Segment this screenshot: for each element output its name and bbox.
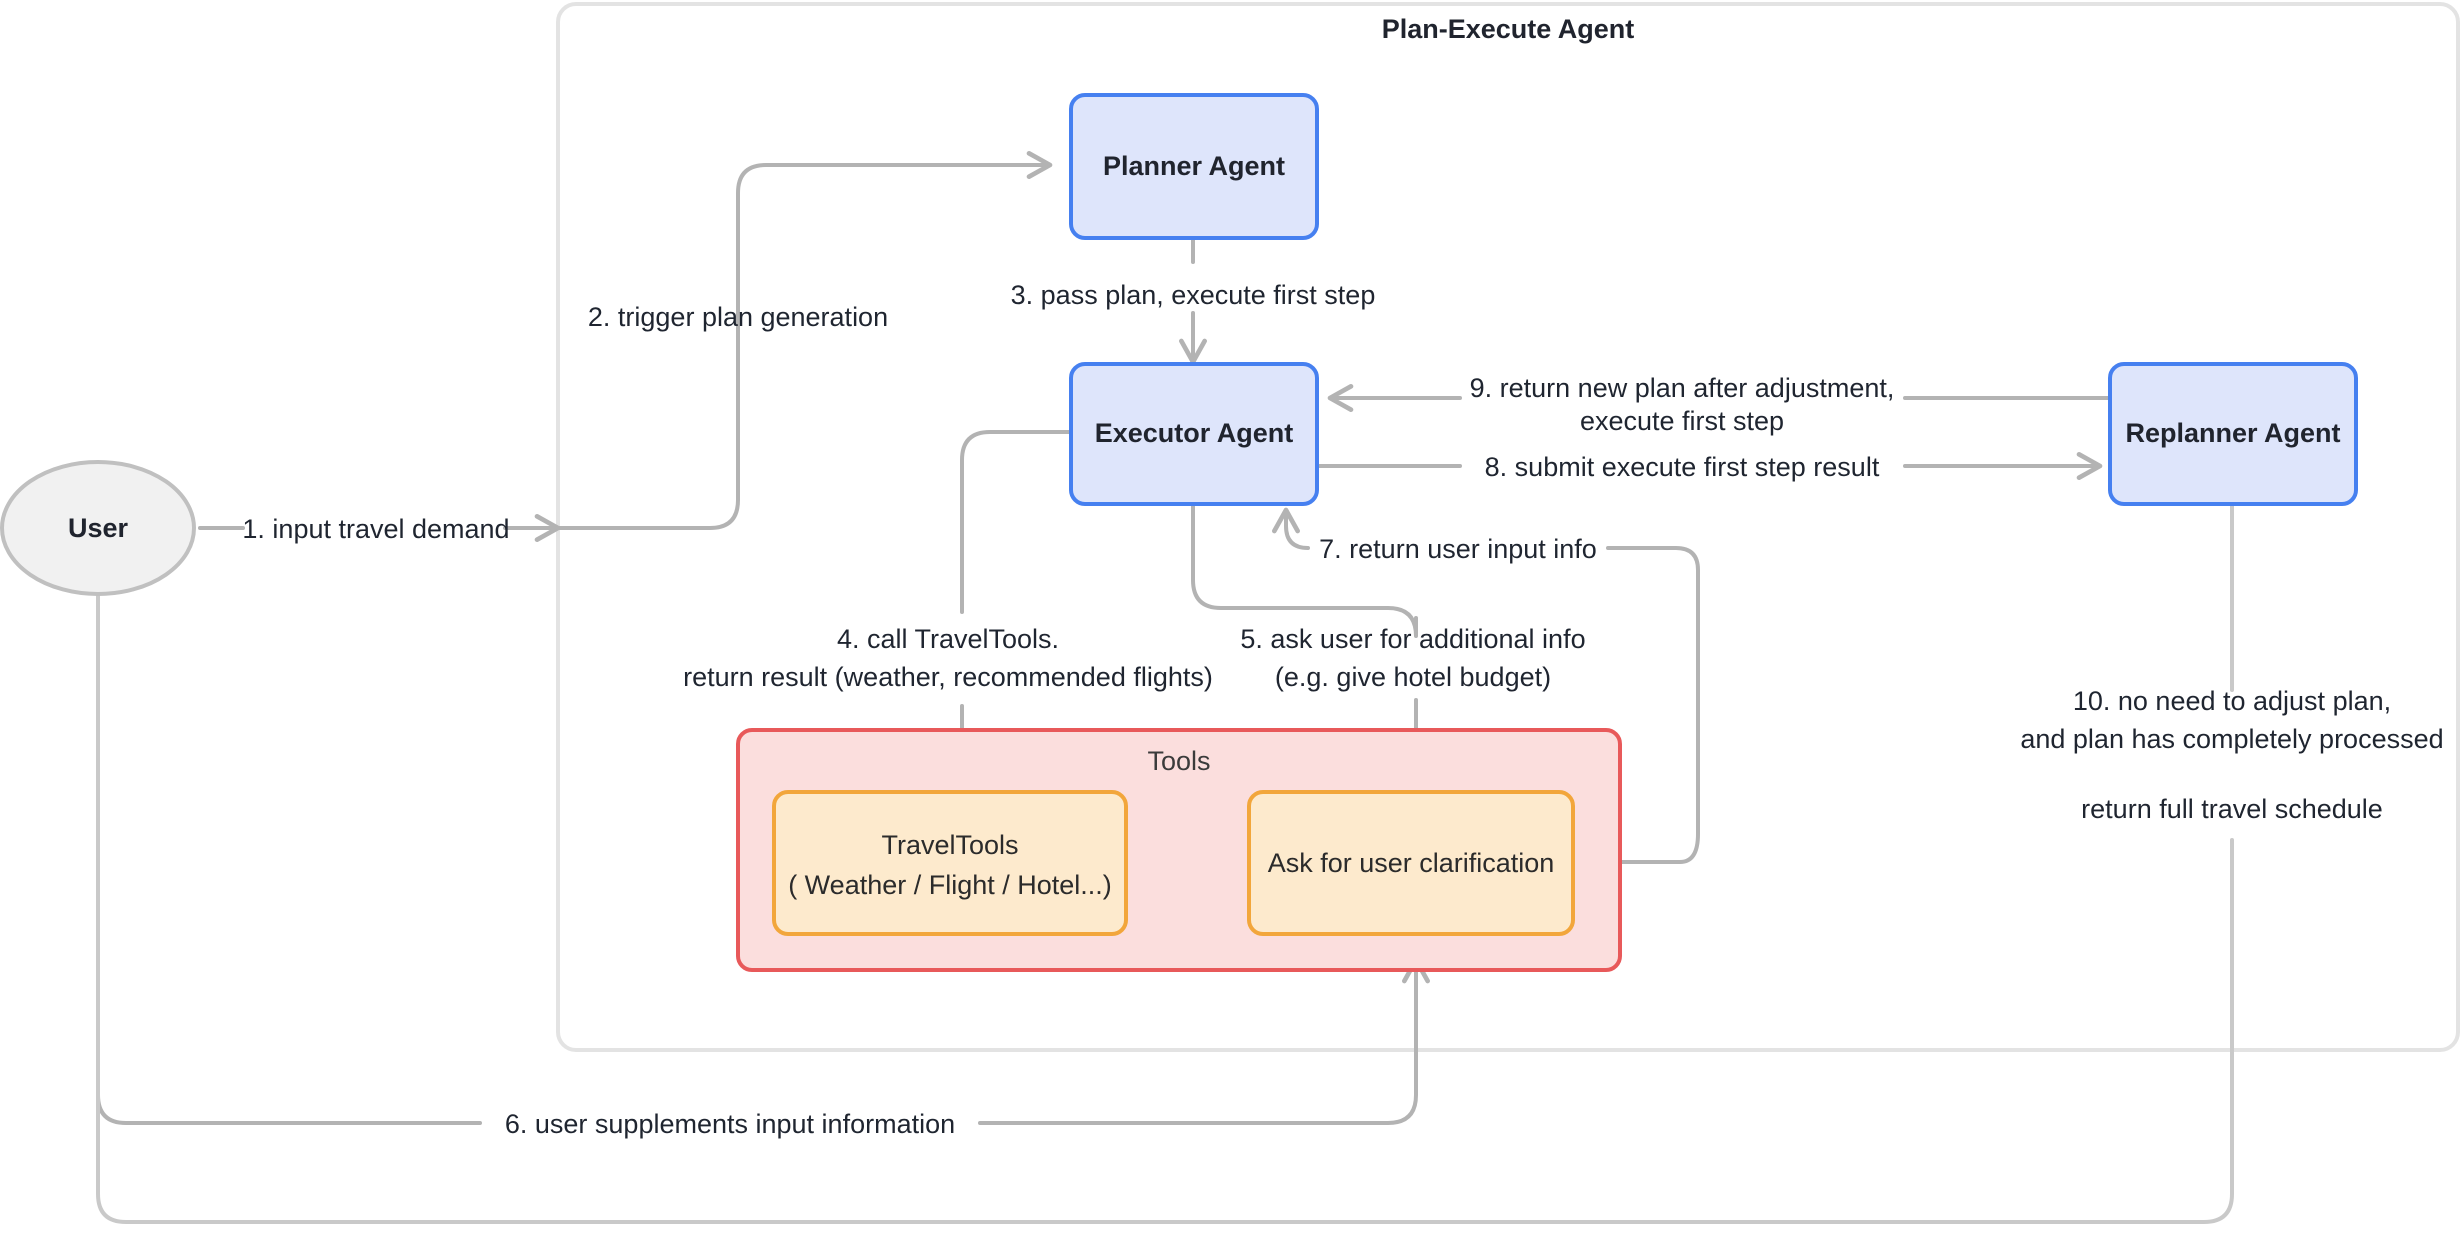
node-travel-tools-label-line1: TravelTools	[881, 830, 1018, 860]
edge-label-1: 1. input travel demand	[242, 514, 509, 544]
edge-label-4-line1: 4. call TravelTools.	[837, 624, 1059, 654]
node-travel-tools-label-line2: ( Weather / Flight / Hotel...)	[788, 870, 1112, 900]
edge-2-path	[556, 151, 1053, 530]
edge-5-path	[1191, 501, 1418, 638]
node-ask-clarification[interactable]	[1247, 790, 1575, 936]
edge-label-6: 6. user supplements input information	[505, 1109, 955, 1139]
tools-group-title: Tools	[1147, 746, 1210, 776]
edge-label-7: 7. return user input info	[1319, 534, 1597, 564]
edge-label-3: 3. pass plan, execute first step	[1011, 280, 1376, 310]
edge-7-path-b	[1272, 507, 1310, 550]
node-executor-agent-label: Executor Agent	[1095, 418, 1294, 448]
node-executor-agent[interactable]	[1069, 362, 1319, 506]
plan-execute-agent-title: Plan-Execute Agent	[1382, 14, 1635, 44]
edge-label-10-line3: return full travel schedule	[2081, 794, 2383, 824]
node-user-label: User	[68, 513, 129, 543]
edge-label-8: 8. submit execute first step result	[1485, 452, 1880, 482]
edge-label-2: 2. trigger plan generation	[588, 302, 888, 332]
edge-label-10-line2: and plan has completely processed	[2020, 724, 2443, 754]
edge-label-10-line1: 10. no need to adjust plan,	[2073, 686, 2391, 716]
edge-10-path-b	[84, 565, 2234, 1224]
node-replanner-agent-label: Replanner Agent	[2125, 418, 2340, 448]
node-planner-agent[interactable]	[1069, 93, 1319, 240]
edge-6-path	[96, 560, 482, 1125]
edge-label-9-line2: execute first step	[1580, 406, 1784, 436]
node-travel-tools[interactable]	[772, 790, 1128, 936]
edge-6-path-b	[978, 957, 1430, 1125]
edge-label-5-line1: 5. ask user for additional info	[1240, 624, 1585, 654]
edge-7-path	[1570, 546, 1700, 864]
edge-label-9-line1: 9. return new plan after adjustment,	[1470, 373, 1895, 403]
edge-label-4-line2: return result (weather, recommended flig…	[683, 662, 1213, 692]
node-ask-clarification-label: Ask for user clarification	[1268, 848, 1555, 878]
node-replanner-agent[interactable]	[2108, 362, 2358, 506]
edge-label-5-line2: (e.g. give hotel budget)	[1275, 662, 1551, 692]
node-user[interactable]	[0, 460, 196, 596]
node-planner-agent-label: Planner Agent	[1103, 151, 1285, 181]
edge-4-path	[960, 430, 1072, 614]
